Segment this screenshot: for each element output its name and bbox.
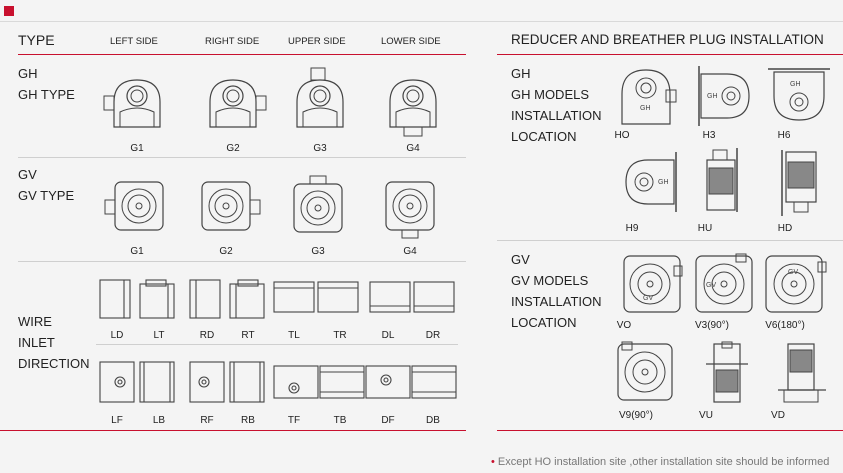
gv-caption-v9: V9(90°) [618, 410, 653, 421]
wire-label-line1: WIRE [18, 314, 52, 329]
v3-stamp: GV [706, 282, 716, 289]
gv-models-code: GV [511, 252, 530, 267]
gh-h3-drawing: GH [698, 66, 750, 126]
installation-title: REDUCER AND BREATHER PLUG INSTALLATION [511, 32, 824, 47]
gv-models-label-3: LOCATION [511, 315, 577, 330]
gv-g2-drawing [201, 181, 261, 231]
gv-code: GV [18, 167, 37, 182]
wire-caption-tl: TL [288, 330, 300, 341]
h6-stamp: GH [790, 81, 801, 88]
wire-caption-lf: LF [111, 415, 123, 426]
gv-g1-drawing [104, 181, 164, 231]
right-bottom-rule [497, 430, 843, 431]
brand-corner-mark [4, 6, 14, 16]
wire-row1-drawings [99, 279, 455, 319]
gh-g1-drawing [103, 79, 161, 128]
gh-caption-g4: G4 [406, 143, 420, 154]
ho-stamp: GH [640, 105, 651, 112]
gh-caption-h3: H3 [702, 130, 716, 141]
gv-v6-drawing: GV [765, 255, 827, 313]
wire-caption-rd: RD [199, 330, 215, 341]
footer-note: • Except HO installation site ,other ins… [491, 456, 829, 468]
wire-caption-rf: RF [200, 415, 214, 426]
gh-hu-drawing [706, 148, 738, 212]
footer-bullet: • [491, 456, 495, 468]
wire-caption-tb: TB [333, 415, 347, 426]
h9-stamp: GH [658, 179, 669, 186]
gv-vd-drawing [778, 343, 826, 403]
installation-divider [497, 240, 843, 241]
header-left-side: LEFT SIDE [110, 36, 158, 47]
gh-type-label: GH TYPE [18, 87, 75, 102]
wire-caption-tf: TF [287, 415, 301, 426]
gv-v3-drawing: GV [695, 253, 753, 313]
header-type: TYPE [18, 32, 55, 48]
header-underline [18, 54, 466, 55]
gh-g2-drawing [209, 79, 267, 128]
wire-label-line2: INLET [18, 335, 55, 350]
gv-v9-drawing [617, 341, 673, 401]
wire-caption-rt: RT [241, 330, 255, 341]
gv-caption-vd: VD [771, 410, 785, 421]
gv-caption-v3: V3(90°) [694, 320, 729, 331]
gh-h6-drawing: GH [768, 68, 830, 121]
h3-stamp: GH [707, 93, 718, 100]
gh-h9-drawing: GH [625, 152, 677, 212]
gh-g3-drawing [296, 67, 344, 128]
gh-row-divider [18, 157, 466, 158]
gv-models-label-2: INSTALLATION [511, 294, 602, 309]
header-upper-side: UPPER SIDE [288, 36, 346, 47]
gh-models-label-2: INSTALLATION [511, 108, 602, 123]
gv-g4-drawing [385, 181, 435, 239]
installation-title-underline [497, 54, 843, 55]
left-bottom-rule [0, 430, 466, 431]
wire-row-divider [96, 344, 458, 345]
wire-caption-dr: DR [425, 330, 441, 341]
wire-row2-drawings [99, 361, 457, 403]
gv-row-divider [18, 261, 466, 262]
gh-g4-drawing [389, 79, 437, 137]
header-right-side: RIGHT SIDE [205, 36, 260, 47]
gh-caption-g1: G1 [130, 143, 144, 154]
gh-caption-h6: H6 [777, 130, 791, 141]
gv-vu-drawing [706, 341, 748, 403]
gv-models-label-1: GV MODELS [511, 273, 589, 288]
gh-models-code: GH [511, 66, 531, 81]
footer-note-text: Except HO installation site ,other insta… [497, 456, 830, 468]
gv-caption-g4: G4 [403, 246, 417, 257]
gh-caption-hu: HU [697, 223, 713, 234]
wire-caption-ld: LD [110, 330, 124, 341]
gv-type-label: GV TYPE [18, 188, 75, 203]
gv-g3-drawing [293, 175, 343, 233]
gh-caption-ho: HO [614, 130, 630, 141]
gh-code: GH [18, 66, 38, 81]
v6-stamp: GV [788, 269, 798, 276]
wire-caption-tr: TR [333, 330, 347, 341]
gv-caption-v6: V6(180°) [765, 320, 805, 331]
gh-models-label-1: GH MODELS [511, 87, 590, 102]
gh-caption-hd: HD [777, 223, 793, 234]
gv-vo-drawing: GV [623, 255, 683, 313]
wire-caption-db: DB [426, 415, 440, 426]
wire-label-line3: DIRECTION [18, 356, 90, 371]
gh-ho-drawing: GH [621, 69, 677, 125]
wire-caption-lb: LB [152, 415, 166, 426]
gv-caption-g2: G2 [219, 246, 233, 257]
wire-caption-df: DF [381, 415, 395, 426]
gh-caption-g3: G3 [313, 143, 327, 154]
wire-caption-rb: RB [241, 415, 255, 426]
gv-caption-vo: VO [616, 320, 632, 331]
gv-caption-vu: VU [699, 410, 713, 421]
gh-models-label-3: LOCATION [511, 129, 577, 144]
wire-caption-lt: LT [153, 330, 165, 341]
wire-caption-dl: DL [381, 330, 395, 341]
header-lower-side: LOWER SIDE [381, 36, 441, 47]
gh-caption-h9: H9 [625, 223, 639, 234]
gv-caption-g1: G1 [130, 246, 144, 257]
vo-stamp: GV [643, 295, 653, 302]
gh-caption-g2: G2 [226, 143, 240, 154]
gv-caption-g3: G3 [311, 246, 325, 257]
gh-hd-drawing [781, 150, 817, 216]
top-divider [0, 21, 843, 22]
